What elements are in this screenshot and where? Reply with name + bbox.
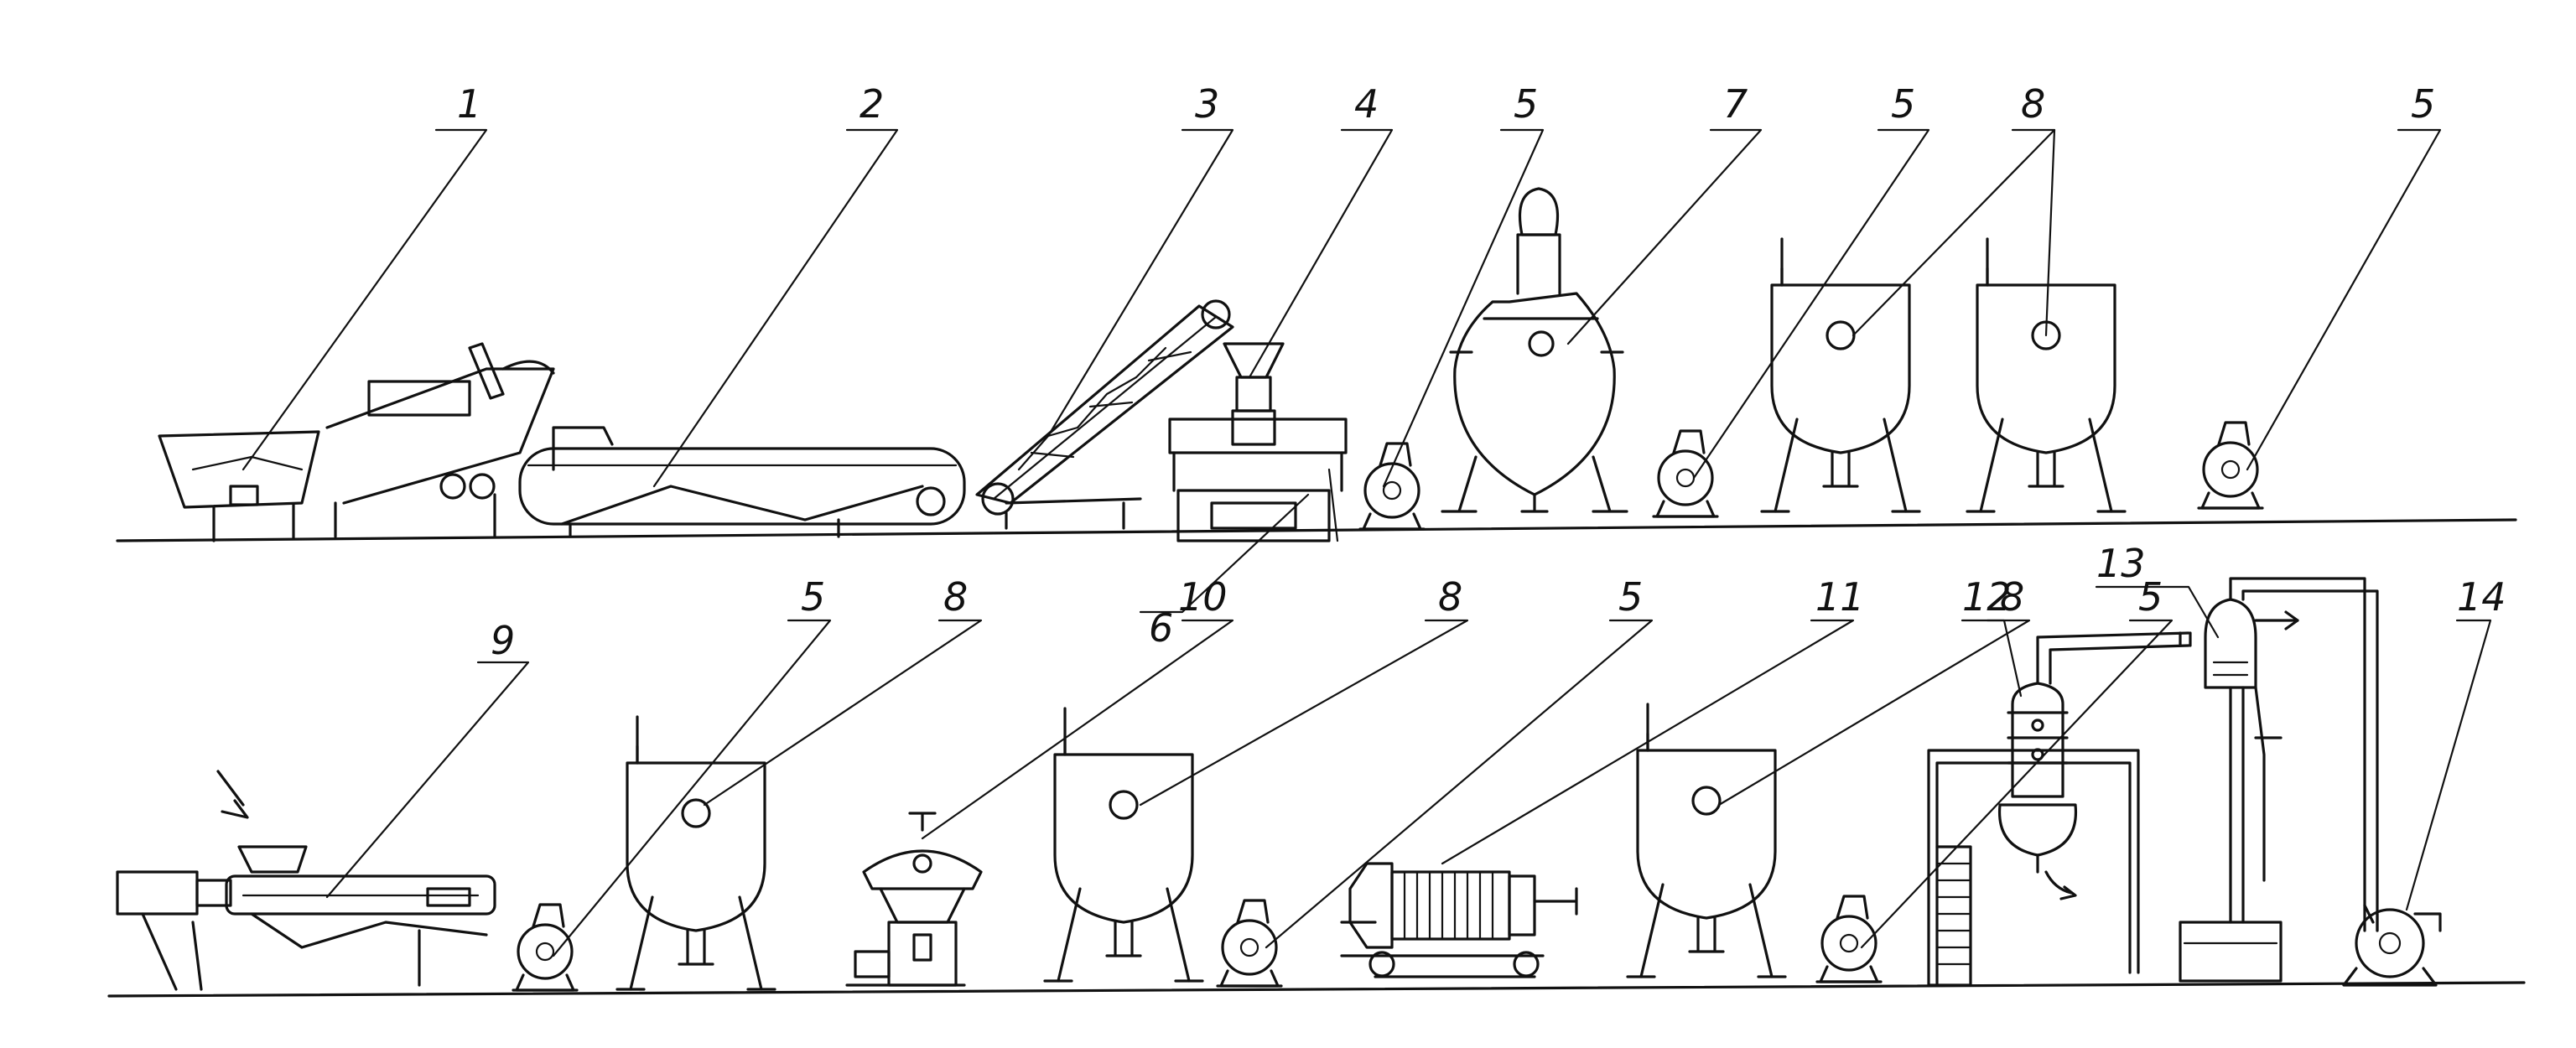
label-8-tank-c: 8 [943, 574, 968, 620]
pump-5b [1652, 429, 1719, 518]
label-4: 4 [1354, 81, 1379, 127]
upper-floor-line [116, 518, 2517, 542]
inclined-elevator-3 [975, 299, 1234, 530]
inspection-conveyor-2 [518, 426, 966, 538]
label-10: 10 [1178, 574, 1228, 620]
tank-8a [1760, 237, 1921, 513]
separator-10 [845, 812, 983, 987]
vacuum-evaporator-12 [1927, 631, 2190, 987]
vacuum-pump-14 [2342, 904, 2442, 987]
pump-5a [1358, 442, 1426, 531]
label-5-pump-e: 5 [1618, 574, 1643, 620]
crusher-4 [1168, 342, 1348, 542]
filter-press-11 [1340, 862, 1578, 978]
label-8-upper: 8 [2021, 81, 2045, 127]
tank-8d [1043, 707, 1204, 983]
lower-floor-line [107, 981, 2526, 998]
label-5-pump-b: 5 [1891, 81, 1915, 127]
label-7: 7 [1723, 81, 1748, 127]
tank-8b [1966, 237, 2127, 513]
label-6: 6 [1149, 605, 1173, 651]
tank-8c [615, 715, 776, 991]
pump-5c [2197, 421, 2264, 510]
inclined-washer [325, 342, 555, 538]
condenser-13 [2179, 577, 2379, 983]
label-2: 2 [860, 81, 884, 127]
stirred-kettle-7 [1441, 187, 1628, 513]
label-5-pump-d: 5 [801, 574, 825, 620]
label-9: 9 [491, 618, 515, 663]
pump-5d [512, 903, 579, 992]
label-5-pump-f: 5 [2138, 574, 2163, 620]
label-8-tank-e: 8 [2000, 574, 2024, 620]
leader-lines [242, 128, 2492, 957]
label-5-pump-a: 5 [1514, 81, 1538, 127]
label-3: 3 [1195, 81, 1219, 127]
label-14: 14 [2457, 574, 2506, 620]
screw-press-9 [116, 770, 496, 991]
label-11: 11 [1815, 574, 1865, 620]
pump-5f [1815, 895, 1883, 983]
label-12: 12 [1962, 574, 2012, 620]
tank-8e [1626, 703, 1787, 978]
washing-tank-1 [158, 430, 320, 542]
label-5-pump-c: 5 [2411, 81, 2435, 127]
label-1: 1 [457, 81, 481, 127]
label-8-tank-d: 8 [1438, 574, 1462, 620]
label-13: 13 [2096, 541, 2146, 586]
